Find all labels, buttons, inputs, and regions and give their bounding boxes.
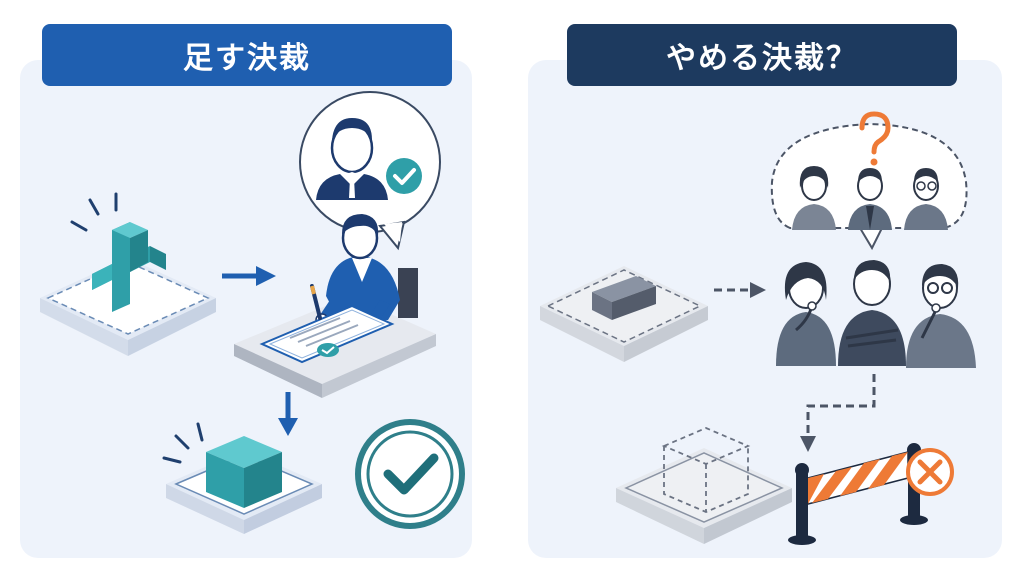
arrow-icon (222, 266, 276, 286)
sparkle-icon (70, 192, 118, 232)
obsolete-item-icon (592, 276, 656, 320)
arrow-icon (278, 392, 298, 436)
small-person-icon (904, 168, 948, 230)
right-panel-title: やめる決裁？ (567, 24, 957, 86)
plus-icon (92, 222, 166, 312)
person-icon (838, 260, 906, 366)
small-person-icon (848, 168, 892, 230)
person-icon (776, 262, 836, 366)
completed-check-icon (355, 419, 465, 529)
sparkle-icon (162, 422, 204, 464)
barrier-icon (788, 443, 928, 545)
question-mark-icon (859, 111, 891, 166)
pen-icon (310, 284, 322, 320)
dashed-cube-icon (661, 427, 751, 513)
manager-person-icon (316, 118, 388, 200)
person-icon (906, 264, 976, 368)
arrow-icon (800, 374, 876, 452)
left-panel-title: 足す決裁 (42, 24, 452, 86)
cube-icon (206, 436, 282, 508)
small-person-icon (792, 166, 836, 230)
document-icon (259, 304, 395, 364)
arrow-icon (714, 282, 766, 298)
approval-check-icon (386, 158, 422, 194)
cross-icon (906, 448, 954, 496)
